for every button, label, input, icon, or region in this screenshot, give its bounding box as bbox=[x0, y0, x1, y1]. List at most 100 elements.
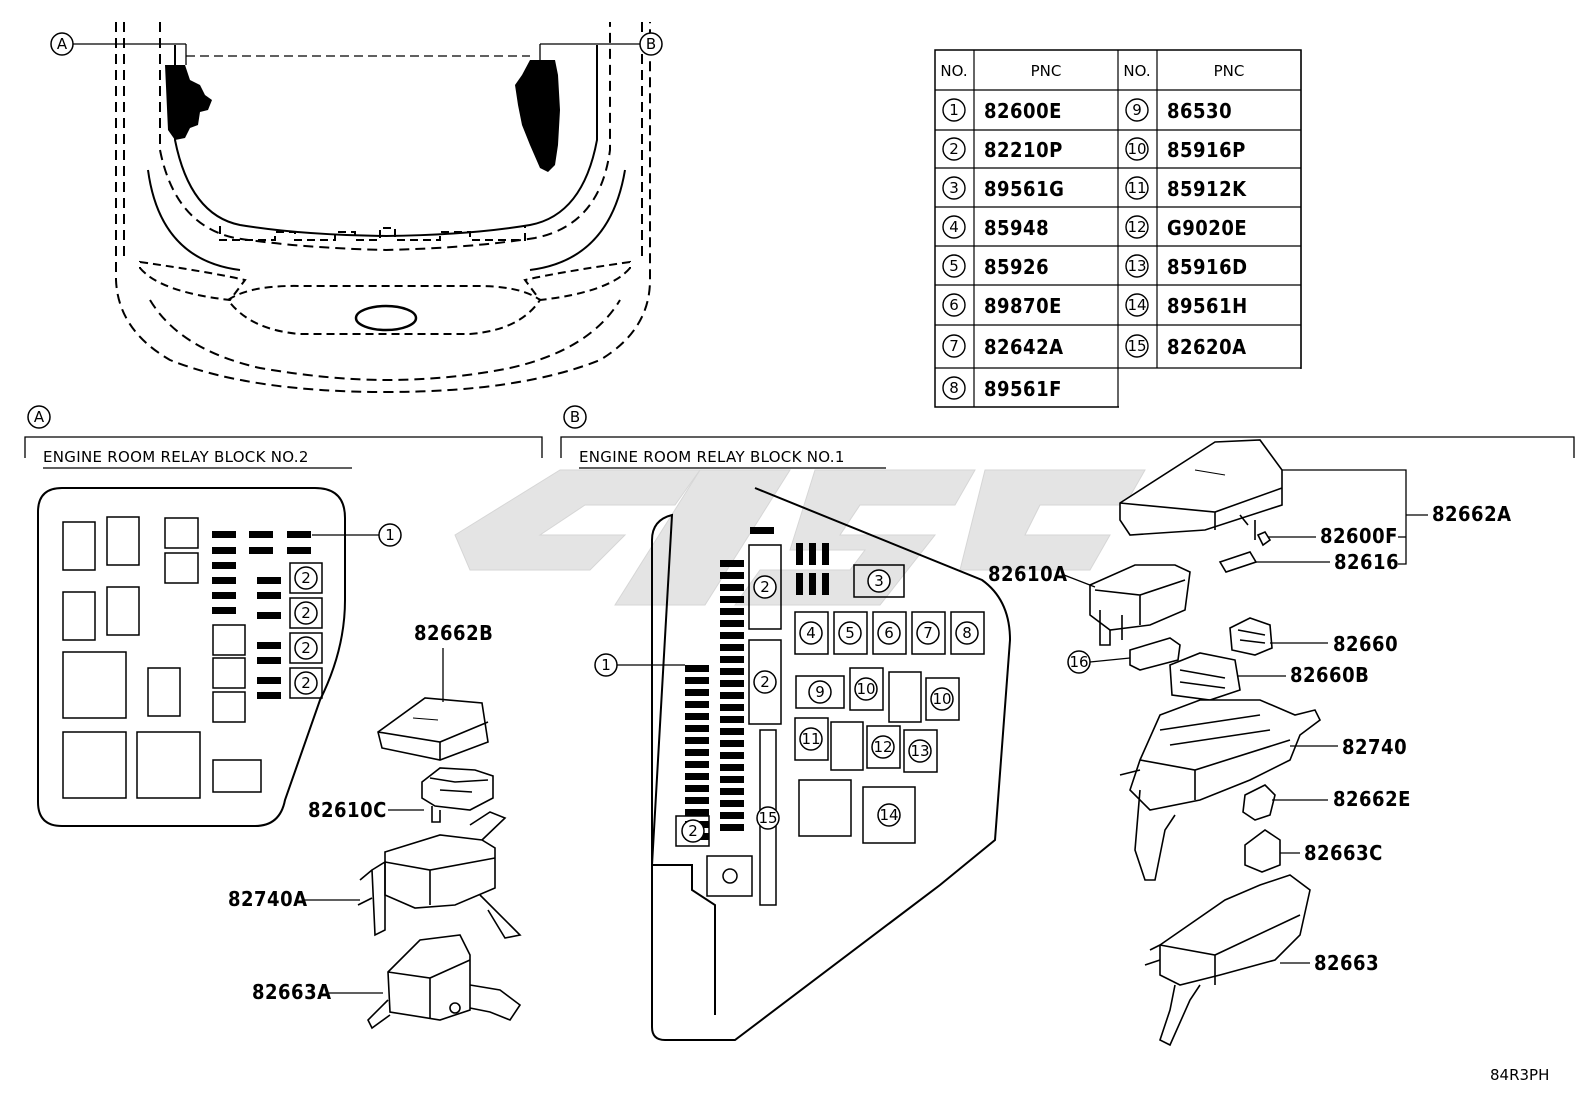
diagram-code: 84R3PH bbox=[1490, 1066, 1549, 1084]
row-number: 1 bbox=[949, 101, 959, 119]
fuse bbox=[685, 701, 709, 708]
row-number-circle bbox=[1125, 176, 1149, 200]
row-pnc: 89561H bbox=[1167, 294, 1248, 318]
row-number: 11 bbox=[1127, 179, 1146, 197]
part-marker: 10 bbox=[930, 687, 954, 711]
marker-1-b: 1 bbox=[594, 653, 685, 677]
fuse bbox=[720, 584, 744, 591]
svg-text:4: 4 bbox=[806, 624, 816, 642]
section-b: B ENGINE ROOM RELAY BLOCK NO.1 bbox=[560, 405, 1575, 1047]
fuse bbox=[720, 800, 744, 807]
section-b-title: ENGINE ROOM RELAY BLOCK NO.1 bbox=[579, 448, 845, 466]
row-pnc: 89870E bbox=[984, 294, 1062, 318]
row-pnc: 82620A bbox=[1167, 335, 1247, 359]
fuse bbox=[685, 737, 709, 744]
relay-block-b-location bbox=[515, 60, 560, 172]
part-marker: 15 bbox=[756, 806, 780, 830]
row-number-circle bbox=[1125, 254, 1149, 278]
fuse bbox=[720, 668, 744, 675]
fuse bbox=[685, 725, 709, 732]
fuse bbox=[720, 728, 744, 735]
table-row: 11 85912K bbox=[1125, 176, 1247, 201]
fuse bbox=[685, 809, 709, 816]
row-number-circle bbox=[942, 176, 966, 200]
part-marker: 8 bbox=[955, 621, 979, 645]
fuse bbox=[720, 680, 744, 687]
row-pnc: 82642A bbox=[984, 335, 1064, 359]
svg-text:9: 9 bbox=[815, 683, 825, 701]
fuse bbox=[720, 620, 744, 627]
relay-block-a-location bbox=[165, 65, 212, 140]
row-pnc: 82210P bbox=[984, 138, 1063, 162]
part-marker: 4 bbox=[799, 621, 823, 645]
fuse bbox=[720, 692, 744, 699]
row-pnc: 85912K bbox=[1167, 177, 1247, 201]
table-header-no: NO. bbox=[1123, 62, 1150, 80]
row-number-circle bbox=[942, 293, 966, 317]
fuse bbox=[720, 776, 744, 783]
row-pnc: 89561F bbox=[984, 377, 1062, 401]
fuse bbox=[720, 740, 744, 747]
fuse bbox=[720, 572, 744, 579]
fuse bbox=[720, 716, 744, 723]
label-82662a: 82662A bbox=[1432, 502, 1512, 526]
svg-text:B: B bbox=[646, 35, 656, 53]
row-number-circle bbox=[1125, 215, 1149, 239]
svg-text:11: 11 bbox=[801, 730, 820, 748]
svg-text:2: 2 bbox=[301, 569, 311, 587]
svg-text:8: 8 bbox=[962, 624, 972, 642]
row-number-circle bbox=[942, 376, 966, 400]
svg-text:10: 10 bbox=[932, 690, 951, 708]
svg-text:2: 2 bbox=[688, 822, 698, 840]
svg-text:A: A bbox=[34, 408, 45, 426]
svg-text:B: B bbox=[570, 408, 580, 426]
svg-text:12: 12 bbox=[873, 738, 892, 756]
fuse bbox=[720, 812, 744, 819]
svg-text:14: 14 bbox=[879, 806, 898, 824]
row-number-circle bbox=[1125, 293, 1149, 317]
fuse bbox=[720, 788, 744, 795]
row-pnc: 85926 bbox=[984, 255, 1049, 279]
label-82660: 82660 bbox=[1333, 632, 1398, 656]
fuse bbox=[685, 713, 709, 720]
row-number-circle bbox=[942, 334, 966, 358]
part-marker: 10 bbox=[854, 677, 878, 701]
label-82610c: 82610C bbox=[308, 798, 387, 822]
svg-text:6: 6 bbox=[884, 624, 894, 642]
section-a-title: ENGINE ROOM RELAY BLOCK NO.2 bbox=[43, 448, 309, 466]
svg-text:13: 13 bbox=[910, 742, 929, 760]
row-number: 3 bbox=[949, 179, 959, 197]
svg-text:2: 2 bbox=[301, 639, 311, 657]
fuse bbox=[685, 749, 709, 756]
row-number: 7 bbox=[949, 337, 959, 355]
row-pnc: G9020E bbox=[1167, 216, 1247, 240]
row-number: 9 bbox=[1132, 101, 1142, 119]
callout-b-top: B bbox=[539, 32, 663, 62]
svg-text:3: 3 bbox=[874, 572, 884, 590]
marker-2-a: 2 2 2 2 bbox=[294, 566, 318, 695]
row-number-circle bbox=[942, 254, 966, 278]
part-marker: 3 bbox=[867, 569, 891, 593]
label-82663a: 82663A bbox=[252, 980, 332, 1004]
label-82662e: 82662E bbox=[1333, 787, 1411, 811]
row-number-circle bbox=[942, 98, 966, 122]
row-number-circle bbox=[1125, 98, 1149, 122]
row-number-circle bbox=[942, 137, 966, 161]
part-marker: 5 bbox=[838, 621, 862, 645]
fuse bbox=[685, 665, 709, 672]
row-number: 10 bbox=[1127, 140, 1146, 158]
svg-text:5: 5 bbox=[845, 624, 855, 642]
table-header-no: NO. bbox=[940, 62, 967, 80]
label-82662b: 82662B bbox=[414, 621, 493, 645]
fuse bbox=[685, 761, 709, 768]
svg-text:1: 1 bbox=[601, 656, 611, 674]
row-number: 5 bbox=[949, 257, 959, 275]
fuse bbox=[685, 689, 709, 696]
part-marker: 13 bbox=[908, 739, 932, 763]
